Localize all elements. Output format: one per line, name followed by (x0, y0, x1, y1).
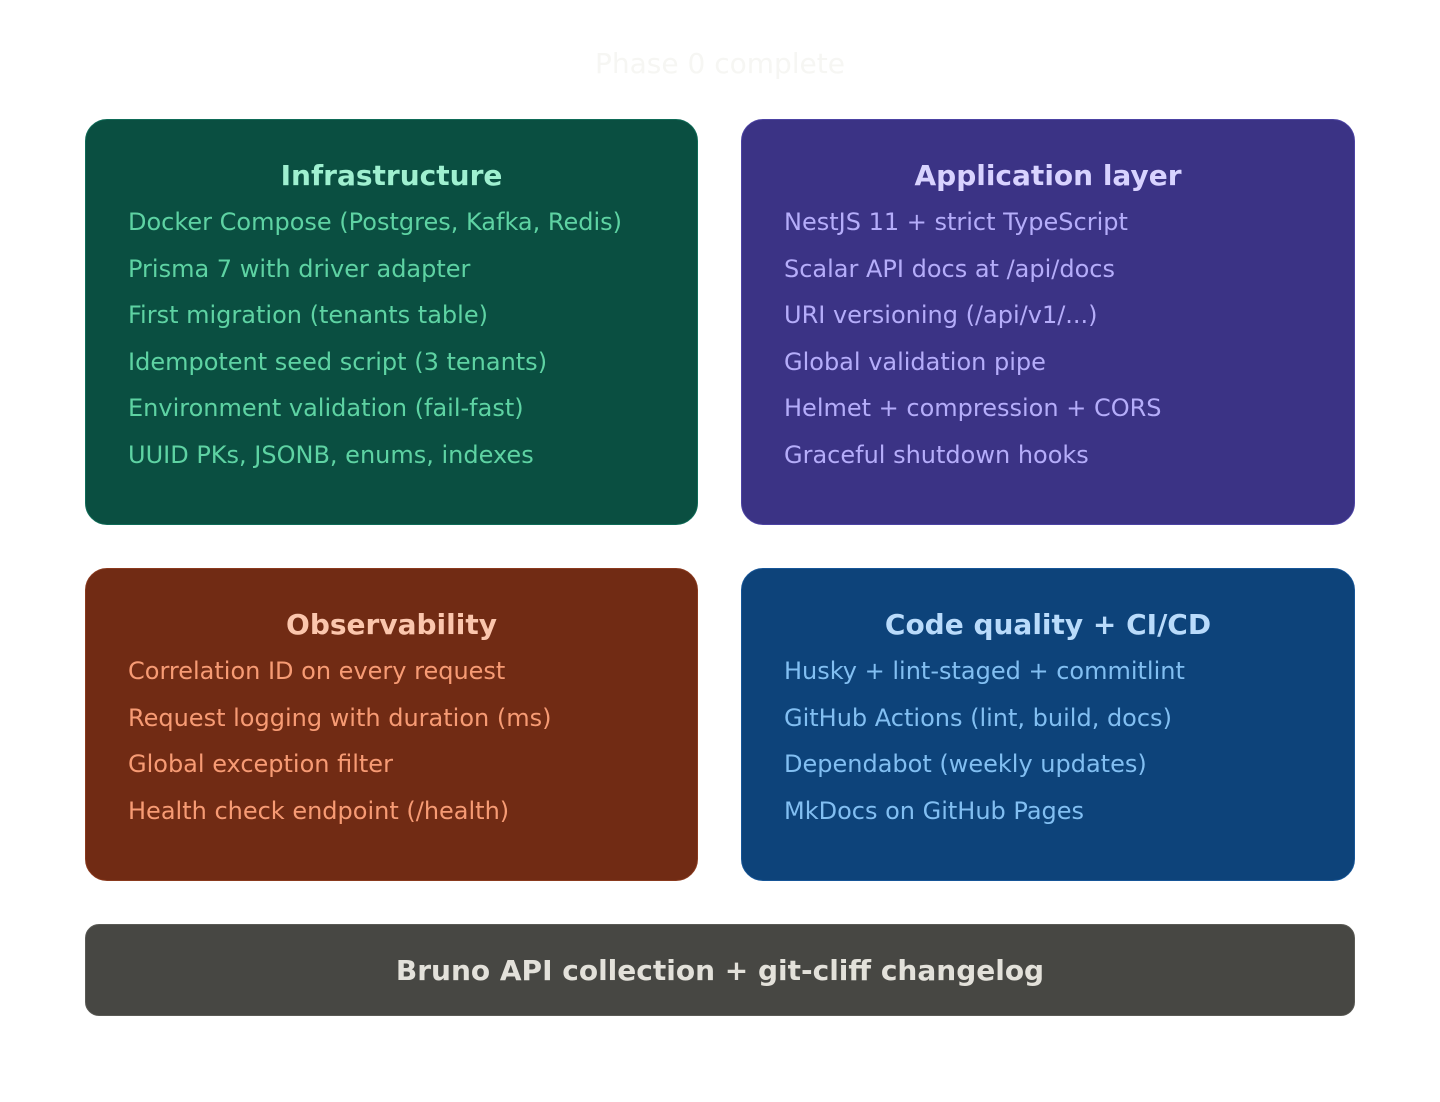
list-item: UUID PKs, JSONB, enums, indexes (128, 440, 534, 469)
list-item: URI versioning (/api/v1/...) (784, 301, 1098, 330)
list-item: Idempotent seed script (3 tenants) (128, 347, 548, 376)
card-title: Infrastructure (280, 159, 503, 192)
list-item: Correlation ID on every request (128, 657, 506, 685)
item-list: Docker Compose (Postgres, Kafka, Redis) … (86, 199, 697, 479)
list-item: GitHub Actions (lint, build, docs) (784, 703, 1172, 732)
list-item: MkDocs on GitHub Pages (784, 796, 1085, 825)
infrastructure-card: Infrastructure Docker Compose (Postgres,… (85, 119, 698, 525)
list-item: Global exception filter (128, 750, 393, 779)
card-title: Application layer (914, 159, 1182, 192)
observability-card: Observability Correlation ID on every re… (85, 568, 698, 881)
list-item: Helmet + compression + CORS (784, 394, 1162, 423)
list-item: First migration (tenants table) (128, 301, 488, 330)
item-list: Correlation ID on every request Request … (86, 648, 697, 834)
list-item: Environment validation (fail-fast) (128, 394, 524, 423)
list-item: Husky + lint-staged + commitlint (784, 657, 1185, 685)
card-title: Code quality + CI/CD (884, 608, 1212, 641)
list-item: Health check endpoint (/health) (128, 796, 510, 825)
item-list: Husky + lint-staged + commitlint GitHub … (742, 648, 1354, 834)
diagram-title: Phase 0 complete (594, 47, 845, 80)
footer-bar: Bruno API collection + git-cliff changel… (85, 924, 1355, 1016)
list-item: Dependabot (weekly updates) (784, 750, 1147, 779)
list-item: Scalar API docs at /api/docs (784, 254, 1115, 283)
footer-label: Bruno API collection + git-cliff changel… (395, 953, 1045, 987)
card-title: Observability (286, 608, 497, 641)
code-quality-card: Code quality + CI/CD Husky + lint-staged… (741, 568, 1355, 881)
list-item: Docker Compose (Postgres, Kafka, Redis) (128, 208, 623, 236)
item-list: NestJS 11 + strict TypeScript Scalar API… (742, 199, 1354, 479)
list-item: Request logging with duration (ms) (128, 703, 552, 732)
list-item: NestJS 11 + strict TypeScript (784, 208, 1128, 236)
application-layer-card: Application layer NestJS 11 + strict Typ… (741, 119, 1355, 525)
list-item: Prisma 7 with driver adapter (128, 254, 471, 283)
list-item: Graceful shutdown hooks (784, 440, 1089, 469)
list-item: Global validation pipe (784, 347, 1046, 376)
